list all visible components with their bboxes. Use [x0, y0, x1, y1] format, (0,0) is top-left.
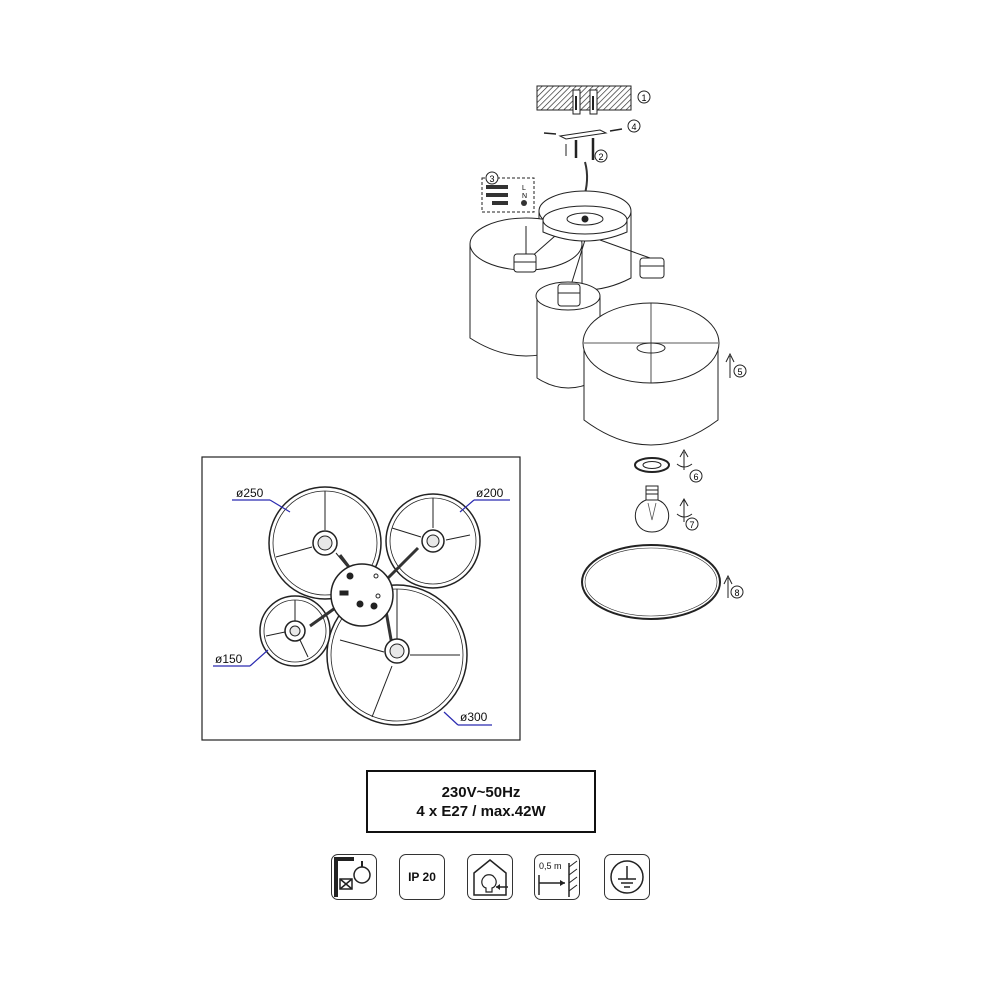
light-bulb: [635, 485, 669, 533]
dimension-callouts: ø250 ø200 ø150 ø300: [213, 486, 510, 726]
distance-icon: 0,5 m: [534, 854, 580, 900]
dim-150-label: ø150: [215, 652, 243, 666]
ip-rating-label: IP 20: [408, 870, 436, 884]
spec-box: 230V~50Hz 4 x E27 / max.42W: [366, 770, 596, 833]
svg-text:2: 2: [598, 152, 603, 162]
assembly-diagram: 1 4 2 3 L N: [201, 85, 747, 741]
svg-text:4: 4: [631, 122, 636, 132]
svg-text:5: 5: [737, 367, 742, 377]
mounting-bracket: [543, 128, 623, 160]
step-2-marker: 2: [594, 149, 608, 163]
svg-text:L: L: [522, 185, 526, 192]
step-5-marker: 5: [725, 352, 747, 378]
step-4-marker: 4: [627, 119, 641, 133]
protective-earth-icon: [604, 854, 650, 900]
step-1-marker: 1: [637, 90, 651, 104]
top-view: [259, 486, 481, 726]
bulb-spec: 4 x E27 / max.42W: [416, 802, 546, 820]
svg-text:3: 3: [489, 174, 494, 184]
ip-rating-icon: IP 20: [399, 854, 445, 900]
wiring-detail: 3 L N: [481, 171, 535, 213]
dim-250-label: ø250: [236, 486, 264, 500]
svg-text:1: 1: [641, 93, 646, 103]
svg-text:8: 8: [734, 588, 739, 598]
svg-text:7: 7: [689, 520, 694, 530]
shade-ring: [634, 457, 670, 473]
diffuser-disc: [581, 544, 721, 620]
distance-label: 0,5 m: [539, 861, 562, 871]
step-7-marker: 7: [676, 497, 699, 531]
ceiling-mount-only-icon: [331, 854, 377, 900]
step-6-marker: 6: [676, 448, 703, 483]
step-8-marker: 8: [723, 574, 744, 599]
dim-300-label: ø300: [460, 710, 488, 724]
svg-text:N: N: [522, 193, 527, 200]
lamp-assembly: [469, 190, 720, 446]
indoor-use-icon: [467, 854, 513, 900]
svg-text:6: 6: [693, 472, 698, 482]
voltage-spec: 230V~50Hz: [441, 783, 521, 801]
dim-200-label: ø200: [476, 486, 504, 500]
ceiling-block: [536, 85, 632, 115]
